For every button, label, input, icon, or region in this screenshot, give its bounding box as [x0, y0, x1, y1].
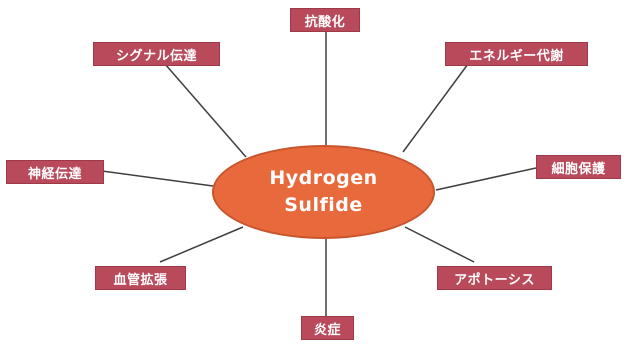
center-label-line1: Hydrogen [269, 167, 378, 190]
node-label: シグナル伝達 [115, 48, 197, 64]
connector-cell-protection [435, 167, 537, 191]
connector-apoptosis [404, 226, 475, 263]
node-cell-protection: 細胞保護 [536, 155, 621, 179]
connector-signal-transduction [164, 63, 247, 158]
node-label: エネルギー代謝 [469, 48, 564, 64]
node-signal-transduction: シグナル伝達 [93, 42, 220, 66]
center-label-line2: Sulfide [284, 194, 363, 216]
node-neurotransmission: 神経伝達 [6, 160, 104, 184]
node-apoptosis: アポトーシス [437, 266, 552, 290]
node-energy-metabolism: エネルギー代謝 [445, 42, 588, 66]
node-vasodilation: 血管拡張 [95, 266, 186, 290]
node-label: 炎症 [313, 322, 341, 338]
node-label: アポトーシス [454, 272, 535, 288]
center-node-hydrogen-sulfide: Hydrogen Sulfide [212, 145, 435, 239]
connector-vasodilation [159, 226, 244, 263]
node-label: 神経伝達 [27, 166, 82, 182]
node-label: 血管拡張 [113, 272, 168, 288]
connector-energy-metabolism [402, 63, 469, 153]
connector-neurotransmission [101, 170, 214, 187]
node-antioxidant: 抗酸化 [290, 8, 360, 32]
node-inflammation: 炎症 [301, 316, 354, 340]
node-label: 細胞保護 [551, 161, 606, 177]
node-label: 抗酸化 [304, 14, 346, 30]
